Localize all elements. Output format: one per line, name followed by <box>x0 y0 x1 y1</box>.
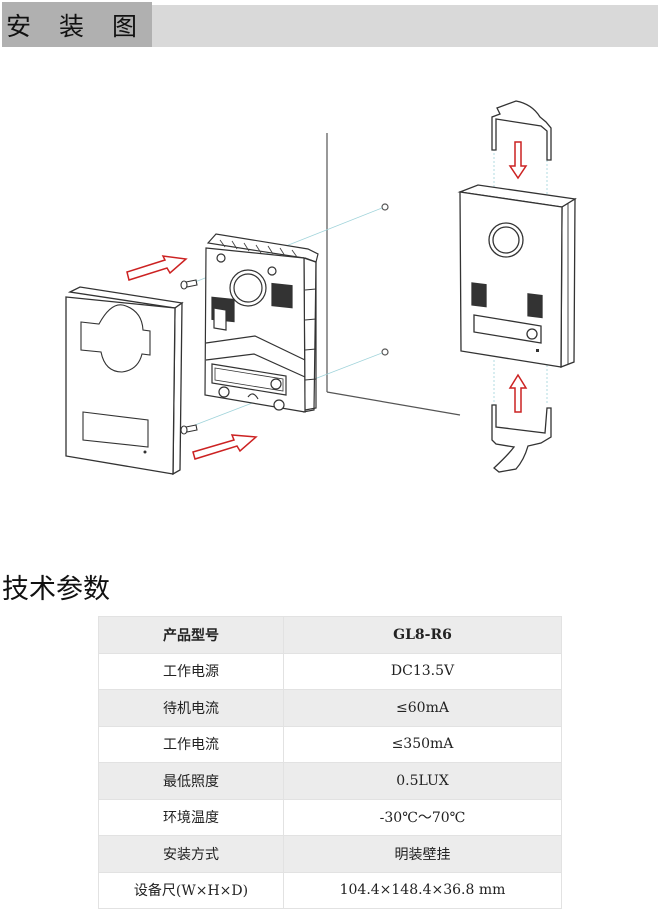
spec-label: 环境温度 <box>98 798 284 836</box>
arrow-bottom-left <box>192 434 258 460</box>
specs-table-row: 待机电流≤60mA <box>98 689 562 727</box>
assembled-unit <box>457 184 577 368</box>
installation-diagram <box>65 100 577 476</box>
spec-label: 产品型号 <box>98 616 284 654</box>
spec-label: 设备尺(W×H×D) <box>98 871 284 909</box>
wall-hole-bottom <box>381 348 389 356</box>
spec-value: 明装壁挂 <box>283 835 562 873</box>
spec-label: 安装方式 <box>98 835 284 873</box>
spec-value: GL8-R6 <box>283 616 562 654</box>
section-header-title-box: 安装图 <box>2 2 152 47</box>
spec-label: 最低照度 <box>98 762 284 800</box>
spec-value: ≤60mA <box>283 689 562 727</box>
arrow-down <box>508 141 528 180</box>
arrow-up <box>508 373 528 413</box>
spec-value: ≤350mA <box>283 725 562 763</box>
spec-label: 工作电流 <box>98 725 284 763</box>
spec-label: 待机电流 <box>98 689 284 727</box>
front-cover <box>65 286 184 476</box>
mounting-screw-bottom <box>180 424 198 435</box>
specs-table-row: 设备尺(W×H×D)104.4×148.4×36.8 mm <box>98 871 562 909</box>
wall <box>326 133 461 416</box>
specs-section-title: 技术参数 <box>2 574 110 605</box>
bottom-bracket <box>491 404 552 473</box>
spec-value: DC13.5V <box>283 652 562 690</box>
spec-label: 工作电源 <box>98 652 284 690</box>
arrow-top-left <box>126 255 188 281</box>
spec-value: 0.5LUX <box>283 762 562 800</box>
section-header-title: 安装图 <box>6 12 166 41</box>
spec-value: 104.4×148.4×36.8 mm <box>283 871 562 909</box>
main-unit <box>204 233 319 413</box>
specs-table-row: 安装方式明装壁挂 <box>98 835 562 873</box>
specs-table-row: 工作电流≤350mA <box>98 725 562 763</box>
specs-table-row: 环境温度-30℃～70℃ <box>98 798 562 836</box>
mounting-screw-top <box>180 279 198 290</box>
top-bracket <box>491 100 552 161</box>
wall-hole-top <box>381 203 389 211</box>
spec-value: -30℃～70℃ <box>283 798 562 836</box>
